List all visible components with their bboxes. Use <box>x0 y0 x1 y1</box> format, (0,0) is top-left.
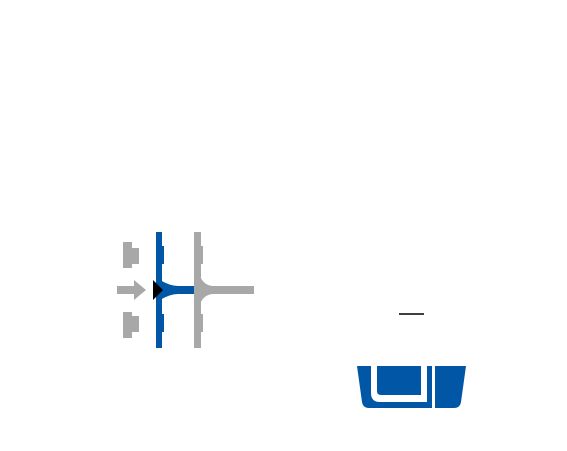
upper-left-block <box>123 242 132 268</box>
funnel-junction-icon <box>160 280 196 300</box>
inward-arrow-icon <box>117 280 146 300</box>
bucket-inner-slot <box>371 366 427 402</box>
upper-left-block-notch <box>131 248 139 264</box>
lower-left-block-notch <box>131 316 139 332</box>
bucket-icon <box>357 366 466 408</box>
left-schematic <box>117 232 254 348</box>
gray-outlet-channel <box>200 276 254 304</box>
left-side-blocks <box>123 242 139 338</box>
bucket-divider <box>432 366 435 408</box>
black-tip-marker <box>153 280 163 300</box>
lower-left-block <box>123 312 132 338</box>
gray-plate <box>194 232 203 348</box>
